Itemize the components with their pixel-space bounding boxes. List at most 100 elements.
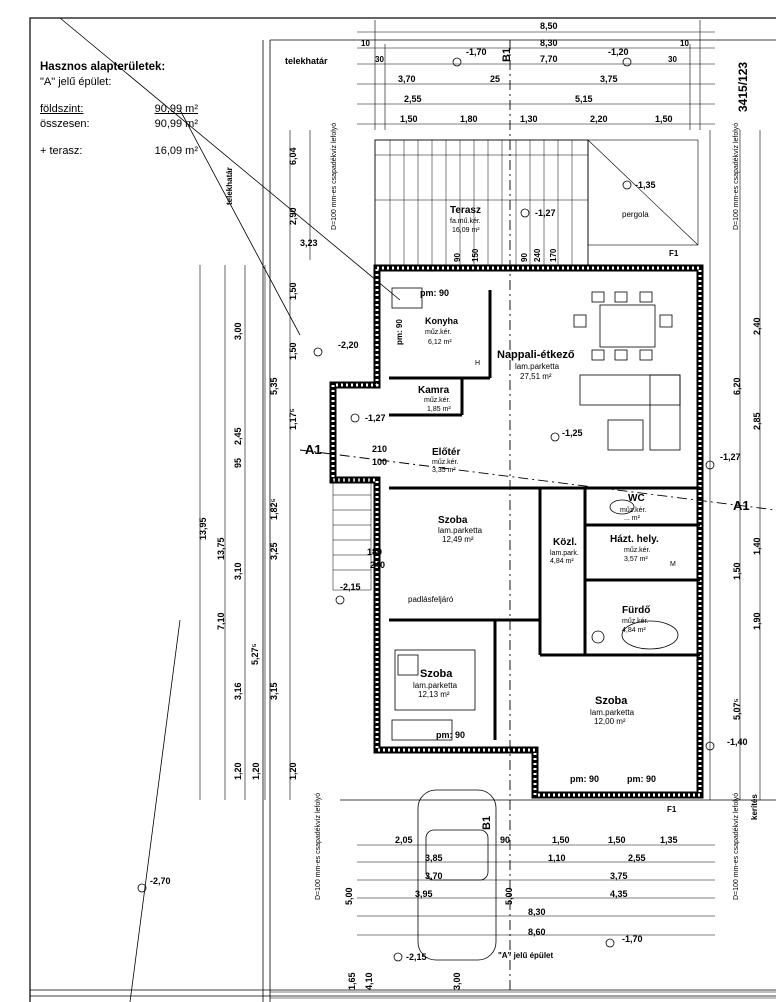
opening-6: 150 <box>471 248 480 262</box>
room-5-area: ... m² <box>624 515 641 522</box>
section-a-left: A1 <box>305 442 322 457</box>
dim-left-8: 2,45 <box>233 427 243 445</box>
dim-left-13: 3,25 <box>269 542 279 560</box>
room-2-floor: lam.parketta <box>515 362 560 371</box>
lot-boundary <box>29 17 776 1002</box>
room-7-name: Közl. <box>553 537 577 548</box>
room-10-floor: lam.parketta <box>413 681 458 690</box>
dim-right-5: 5,07⁵ <box>732 698 742 720</box>
opening-7: 90 <box>520 253 529 262</box>
pergola-label: pergola <box>622 210 649 219</box>
summary-label-terrace: + terasz: <box>40 145 83 157</box>
summary-value-ground: 90,99 m² <box>154 103 198 115</box>
room-3-name: Kamra <box>418 385 450 396</box>
dim-small-3: 30 <box>668 55 677 64</box>
dimension-lines-right <box>709 130 761 800</box>
dim-left-21: 1,20 <box>288 762 298 780</box>
room-8-area: 3,57 m² <box>624 556 648 563</box>
summary-value-total: 90,99 m² <box>154 118 198 130</box>
summary-label-total: összesen: <box>40 118 90 130</box>
dim-top-7: 3,75 <box>600 74 618 84</box>
summary-row-ground: földszint: 90,99 m² <box>40 102 198 117</box>
dim-bottom-17: 1,65 <box>347 972 357 990</box>
opening-9: 170 <box>549 248 558 262</box>
opening-3: pm: 90 <box>627 774 656 784</box>
room-7-area: 4,84 m² <box>550 558 574 565</box>
fence-bottom <box>270 991 776 999</box>
section-lines <box>299 40 776 990</box>
label-m: M <box>670 561 676 568</box>
dim-top-14: 1,50 <box>655 114 673 124</box>
dim-bottom-10: 3,95 <box>415 889 433 899</box>
dim-left-15: 7,10 <box>216 612 226 630</box>
room-6-name: Szoba <box>438 515 468 526</box>
boundary-label: telekhatár <box>285 56 328 66</box>
opening-1: pm: 90 <box>436 730 465 740</box>
dim-left-19: 1,20 <box>233 762 243 780</box>
room-4-name: Előtér <box>432 447 460 458</box>
dim-bottom-0: 2,05 <box>395 835 413 845</box>
boundary-label-left: telekhatár <box>225 167 234 205</box>
room-0-area: 16,09 m² <box>452 227 480 234</box>
dim-bottom-5: 3,85 <box>425 853 443 863</box>
opening-8: 240 <box>533 248 542 262</box>
section-b-bottom: B1 <box>481 816 493 830</box>
room-8-name: Házt. hely. <box>610 534 659 545</box>
hint-h: H <box>475 360 480 367</box>
room-6-area: 12,49 m² <box>442 535 474 544</box>
downpipe-label-1: D=100 mm-es csapadékvíz lefolyó <box>331 123 338 230</box>
pergola-outline <box>587 139 699 246</box>
level-7: -1,27 <box>720 452 741 462</box>
dim-top-0: 8,50 <box>540 21 558 31</box>
area-summary: Hasznos alapterületek: "A" jelű épület: … <box>40 60 210 159</box>
marker-f1-bottom: F1 <box>667 805 677 814</box>
attic-access-label: padlásfeljáró <box>408 595 454 604</box>
dim-bottom-2: 1,50 <box>552 835 570 845</box>
summary-value-terrace: 16,09 m² <box>154 145 198 157</box>
dim-right-4: 1,50 <box>732 562 742 580</box>
room-6-floor: lam.parketta <box>438 526 483 535</box>
dim-bottom-4: 1,35 <box>660 835 678 845</box>
dim-left-5: 3,00 <box>233 322 243 340</box>
level-10: -2,70 <box>150 876 171 886</box>
dim-bottom-9: 3,75 <box>610 871 628 881</box>
dim-bottom-18: 4,10 <box>364 972 374 990</box>
level-5: -1,27 <box>365 413 386 423</box>
room-5-floor: műz.kér. <box>620 507 647 514</box>
dim-right-6: 1,90 <box>752 612 762 630</box>
room-11-name: Szoba <box>595 695 628 707</box>
level-12: -1,70 <box>622 934 643 944</box>
furniture <box>391 287 681 741</box>
dim-top-11: 1,80 <box>460 114 478 124</box>
dim-left-9: 95 <box>233 458 243 468</box>
marker-f1-top: F1 <box>669 249 679 258</box>
room-9-name: Fürdő <box>622 605 650 616</box>
dim-left-2: 3,23 <box>300 238 318 248</box>
dim-bottom-1: 90 <box>500 835 510 845</box>
dimension-lines-left <box>199 130 311 800</box>
level-1: -1,20 <box>608 47 629 57</box>
dim-top-8: 2,55 <box>404 94 422 104</box>
dim-small-0: 10 <box>361 39 370 48</box>
dim-left-17: 3,15 <box>269 682 279 700</box>
level-4: -2,20 <box>338 340 359 350</box>
room-3-floor: műz.kér. <box>424 397 451 404</box>
level-0: -1,70 <box>466 47 487 57</box>
room-10-area: 12,13 m² <box>418 690 450 699</box>
room-11-area: 12,00 m² <box>594 717 626 726</box>
dim-left-7: 5,35 <box>269 377 279 395</box>
dim-bottom-3: 1,50 <box>608 835 626 845</box>
dim-left-20: 1,20 <box>251 762 261 780</box>
room-4-floor: műz.kér. <box>432 459 459 466</box>
opening-5: 90 <box>453 253 462 262</box>
dim-left-18: 3,16 <box>233 682 243 700</box>
level-6: -1,25 <box>562 428 583 438</box>
dim-left-16: 5,27⁵ <box>250 643 260 665</box>
dim-bottom-13: 8,60 <box>528 927 546 937</box>
room-2-area: 27,51 m² <box>520 372 552 381</box>
level-8: -2,15 <box>340 582 361 592</box>
summary-subtitle: "A" jelű épület: <box>40 76 112 88</box>
summary-row-total: összesen: 90,99 m² <box>40 117 198 132</box>
dim-bottom-19: 3,00 <box>452 972 462 990</box>
